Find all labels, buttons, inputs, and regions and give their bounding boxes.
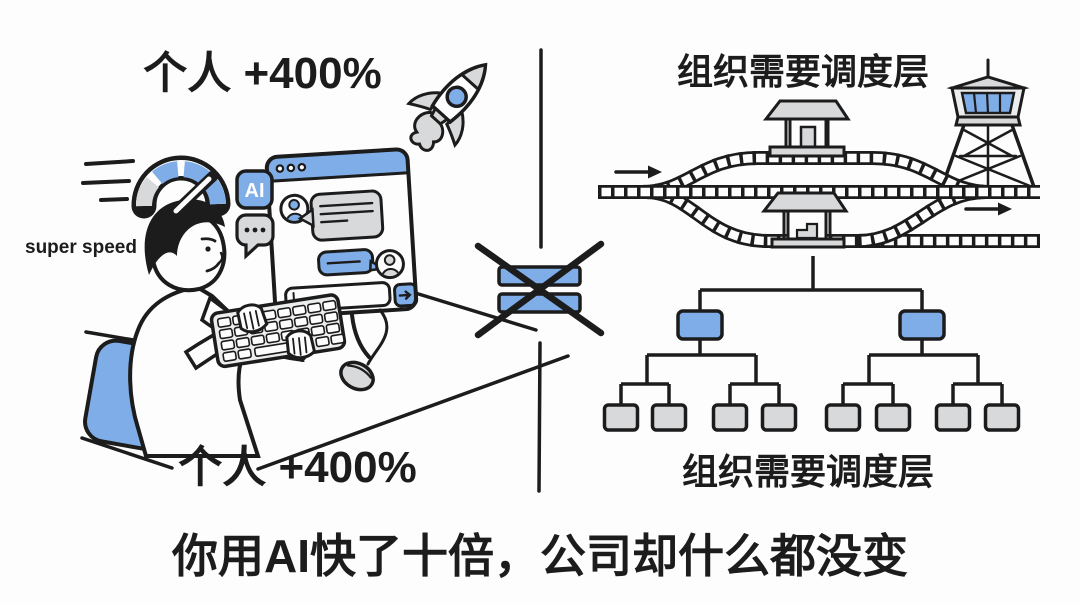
station-door: [799, 125, 817, 149]
mouse-cable: [366, 308, 389, 366]
org-node-worker: [711, 403, 749, 432]
speed-lines-icon: [81, 159, 135, 202]
message-bubble-gray: [297, 189, 385, 242]
org-chart: [602, 256, 1021, 432]
monitor-chat-window: [264, 147, 419, 319]
station-building-upper: [762, 99, 851, 158]
arrow-right-icon-right: [964, 202, 1012, 216]
rocket-icon: [406, 62, 488, 152]
org-node-worker: [602, 403, 640, 432]
send-arrow-icon: [398, 290, 412, 300]
org-node-worker: [824, 403, 862, 432]
org-node-worker: [934, 403, 972, 432]
person-head: [144, 199, 227, 293]
keyboard-illustration: [209, 293, 347, 369]
not-equal-icon: [474, 240, 605, 339]
org-node-worker: [874, 403, 912, 432]
org-node-manager: [898, 309, 946, 341]
avatar-bot: [374, 249, 405, 280]
ai-chip-label: AI: [245, 180, 265, 202]
arrow-right-icon-left: [614, 165, 662, 179]
super-speed-label: super speed: [25, 237, 137, 258]
right-bottom-label: 组织需要调度层: [681, 451, 934, 492]
ai-chip-icon: AI: [235, 169, 274, 210]
mouse-illustration: [339, 360, 375, 392]
ellipsis-bubble-icon: [235, 213, 275, 260]
control-tower-icon: [940, 58, 1036, 189]
divider-line: [537, 48, 543, 493]
left-bottom-label: 个人 +400%: [178, 443, 417, 492]
avatar-user: [279, 193, 310, 224]
org-node-manager: [676, 309, 724, 341]
speedometer-icon: [131, 155, 231, 219]
org-node-worker: [983, 403, 1021, 432]
org-node-worker: [760, 403, 798, 432]
org-chart-connectors: [619, 256, 1004, 405]
titlebar-dots-icon: [275, 162, 307, 173]
caption-text: 你用AI快了十倍，公司却什么都没变: [172, 530, 908, 582]
org-node-worker: [650, 403, 688, 432]
message-bubble-blue: [317, 248, 387, 277]
right-top-label: 组织需要调度层: [676, 51, 929, 92]
left-top-label: 个人 +400%: [143, 49, 382, 98]
typing-hands: [236, 303, 317, 360]
station-building-lower: [760, 191, 849, 249]
